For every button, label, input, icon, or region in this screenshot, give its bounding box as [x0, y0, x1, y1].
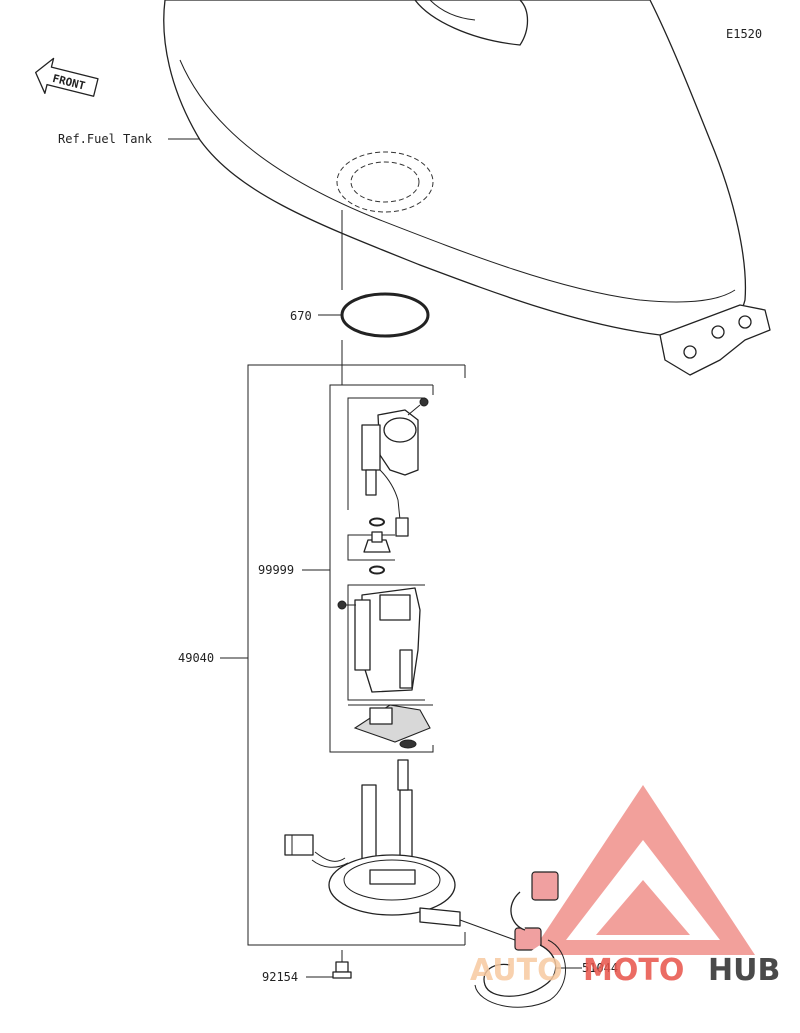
watermark-auto: AUTO — [470, 953, 563, 988]
pump-flange — [328, 759, 461, 927]
part-92154-label: 92154 — [262, 970, 298, 984]
part-99999-label: 99999 — [258, 563, 294, 577]
part-670-label: 670 — [290, 309, 312, 323]
wiring-connector — [284, 834, 349, 868]
fuel-tank — [163, 0, 771, 376]
watermark-moto: MOTO — [583, 953, 684, 988]
ref-fuel-tank-label: Ref.Fuel Tank — [58, 132, 153, 146]
watermark-hub: HUB — [708, 953, 780, 988]
o-ring — [340, 292, 430, 338]
pump-filter — [353, 704, 431, 749]
part-49040-label: 49040 — [178, 651, 214, 665]
watermark-text: AUTO MOTO HUB — [470, 953, 780, 988]
part-51044-label: 51044 — [582, 961, 618, 975]
diagram-code: E1520 — [726, 27, 762, 41]
fuel-pump-body — [337, 587, 421, 693]
pump-valve — [363, 531, 391, 553]
bolt — [332, 961, 352, 979]
pump-regulator — [361, 397, 429, 537]
fuel-hose — [474, 871, 566, 1008]
front-arrow-icon: FRONT — [34, 57, 99, 97]
watermark-logo — [530, 785, 755, 955]
